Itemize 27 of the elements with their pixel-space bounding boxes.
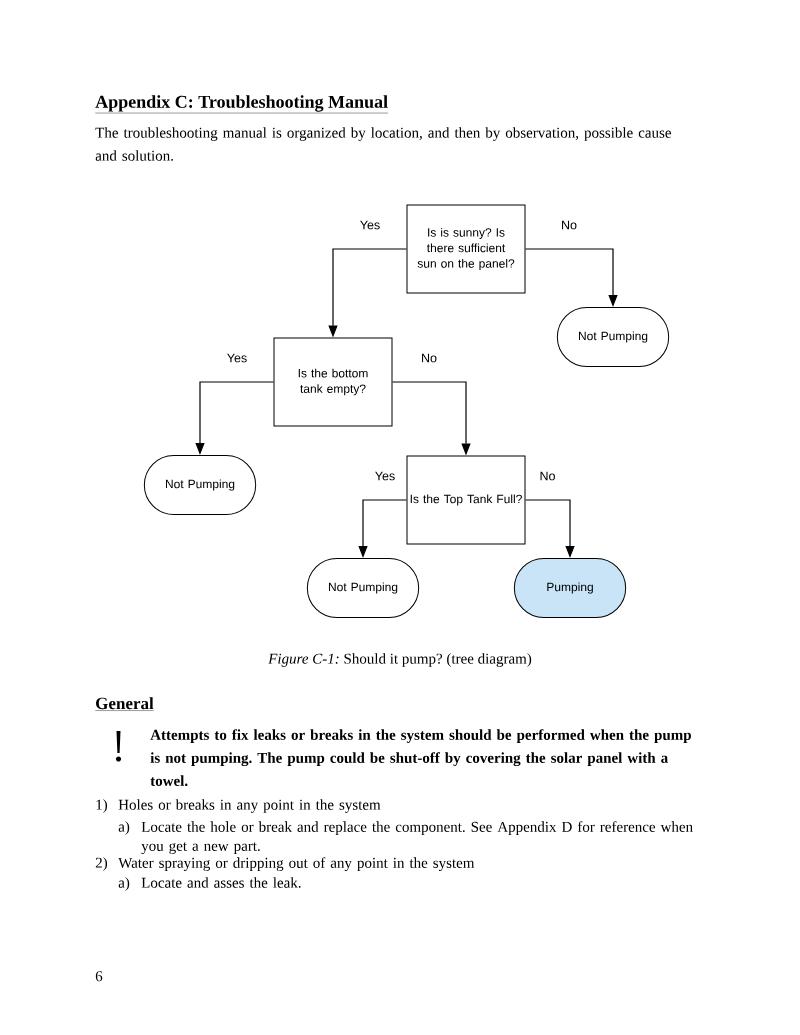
terminal-box: Not Pumping [306,558,420,618]
terminal-box: Not Pumping [556,307,670,367]
list-item: Holes or breaks in any point in the system [118,799,381,813]
page-number: 6 [95,971,103,982]
section-heading: General [95,697,154,711]
list-item: Water spraying or dripping out of any point in the system [118,857,475,871]
decision-box: Is is sunny? Is there sufficient sun on the panel? [406,204,526,294]
decision-box: Is the bottom tank empty? [273,337,393,427]
figure-caption: Figure C-1: Should it pump? (tree diagram) [268,653,532,667]
edge-label: Yes [375,471,395,481]
list-letter: a) [118,877,130,891]
list-number: 2) [95,857,108,871]
list-number: 1) [96,799,108,813]
list-letter: a) [118,821,130,835]
decision-box: Is the Top Tank Full? [406,455,526,545]
list-item: Locate the hole or break and replace the component. See Appendix D for reference when you get a new part. [141,821,693,854]
list-item: Locate and asses the leak. [141,877,301,888]
edge-label: Yes [360,220,380,230]
heading: Appendix C: Troubleshooting Manual [95,95,389,114]
warning-text: Attempts to fix leaks or breaks in the system should be performed when the pump is not pumping. The pump could be shut-off by covering the solar panel with a towel. [150,729,691,786]
paragraph: The troubleshooting manual is organized by location, and then by observation, possible cause and solution. [95,127,671,161]
edge-label: No [540,471,555,481]
edge-label: No [422,353,437,363]
terminal-box: Pumping [513,558,627,618]
edge-label: Yes [227,353,247,363]
terminal-box: Not Pumping [143,455,257,515]
edge-label: No [562,220,577,230]
